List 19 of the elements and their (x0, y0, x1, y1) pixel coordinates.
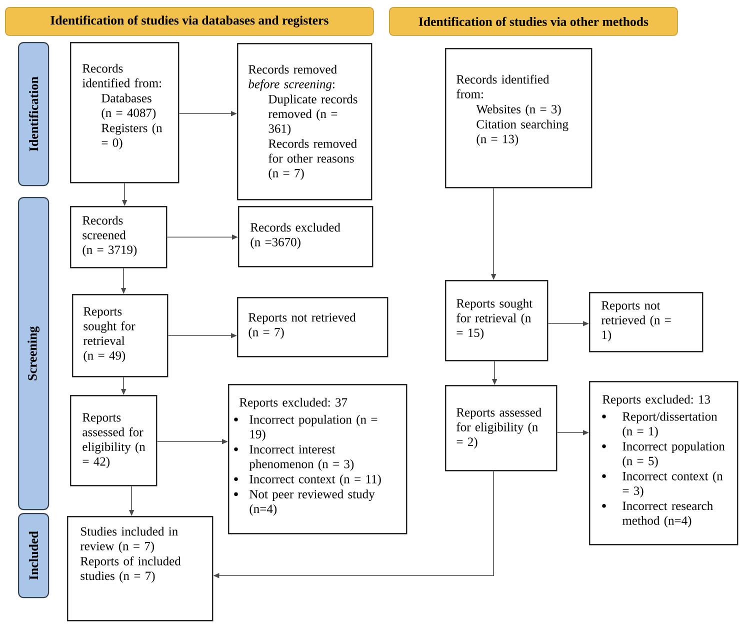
process-box: Reports excluded: 13 Report/dissertation (n = 1) Incorrect population (n = 5) Incorrect context (n = 3) Incorrect research method (n=4) (589, 381, 738, 546)
phase-label-bar: Included (18, 513, 50, 598)
section-header: Identification of studies via databases and registers (5, 7, 374, 36)
process-box: Records removed before screening: Duplicate records removed (n = 361) Records removed for other reasons (n = 7) (237, 43, 372, 200)
process-box: Reports assessed for eligibility (n = 42) (70, 395, 158, 486)
process-box: Reports excluded: 37 Incorrect population (n = 19) Incorrect interest phenomenon (n = 3) Incorrect context (n = 11) Not peer reviewed study (n=4) (228, 384, 408, 534)
process-box: Records identified from: Databases (n = 4087) Registers (n = 0) (70, 42, 180, 184)
phase-label-bar: Screening (18, 197, 50, 510)
process-box: Records excluded (n =3670) (238, 206, 374, 268)
process-box: Reports assessed for eligibility (n = 2) (445, 385, 558, 472)
process-box: Reports not retrieved (n = 1) (589, 292, 704, 352)
process-box: Reports sought for retrieval (n = 49) (72, 294, 168, 378)
section-header: Identification of studies via other methods (389, 7, 678, 36)
process-box: Reports not retrieved (n = 7) (237, 297, 388, 358)
process-box: Records identified from: Websites (n = 3) Citation searching (n = 13) (445, 48, 592, 188)
process-box: Studies included in review (n = 7) Reports of included studies (n = 7) (67, 516, 214, 622)
process-box: Records screened (n = 3719) (70, 206, 168, 268)
process-box: Reports sought for retrieval (n = 15) (445, 280, 548, 362)
phase-label-bar: Identification (18, 42, 50, 186)
